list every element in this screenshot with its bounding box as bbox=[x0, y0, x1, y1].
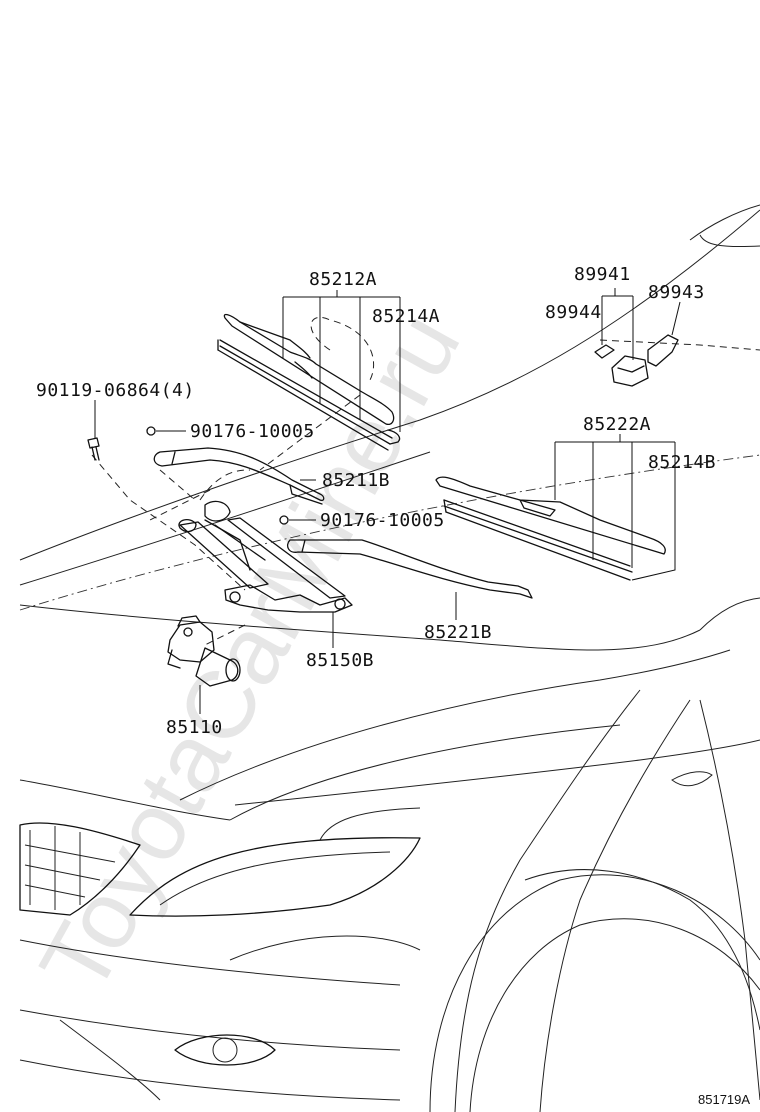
callout-85110: 85110 bbox=[166, 717, 223, 738]
wiper-motor bbox=[167, 615, 241, 687]
callout-90176-10005-lower: 90176-10005 bbox=[320, 510, 445, 531]
wiper-arm-left bbox=[153, 447, 325, 505]
callout-90119-06864: 90119-06864(4) bbox=[36, 380, 195, 401]
callout-85214B: 85214B bbox=[648, 452, 716, 473]
callout-89941: 89941 bbox=[574, 264, 631, 285]
car-body-outline bbox=[19, 204, 760, 1112]
callout-85222A: 85222A bbox=[583, 414, 651, 435]
bolt bbox=[87, 437, 100, 461]
leader-lines bbox=[94, 288, 681, 714]
callout-90176-10005-upper: 90176-10005 bbox=[190, 421, 315, 442]
callout-89943: 89943 bbox=[648, 282, 705, 303]
washer-nozzle bbox=[594, 334, 679, 387]
callout-85221B: 85221B bbox=[424, 622, 492, 643]
diagram-id: 851719A bbox=[698, 1092, 750, 1107]
callout-85214A: 85214A bbox=[372, 306, 440, 327]
wiper-arm-right bbox=[287, 539, 533, 599]
nut bbox=[146, 426, 289, 525]
wiper-blade-left bbox=[217, 313, 401, 451]
callout-85211B: 85211B bbox=[322, 470, 390, 491]
wiper-link-assembly bbox=[178, 500, 353, 613]
callout-89944: 89944 bbox=[545, 302, 602, 323]
watermark: ToyotaCarMine.ru bbox=[20, 296, 481, 1011]
callout-85150B: 85150B bbox=[306, 650, 374, 671]
wiper-blade-right bbox=[435, 476, 666, 581]
callout-85212A: 85212A bbox=[309, 269, 377, 290]
assembly-dashed-lines bbox=[19, 316, 760, 646]
